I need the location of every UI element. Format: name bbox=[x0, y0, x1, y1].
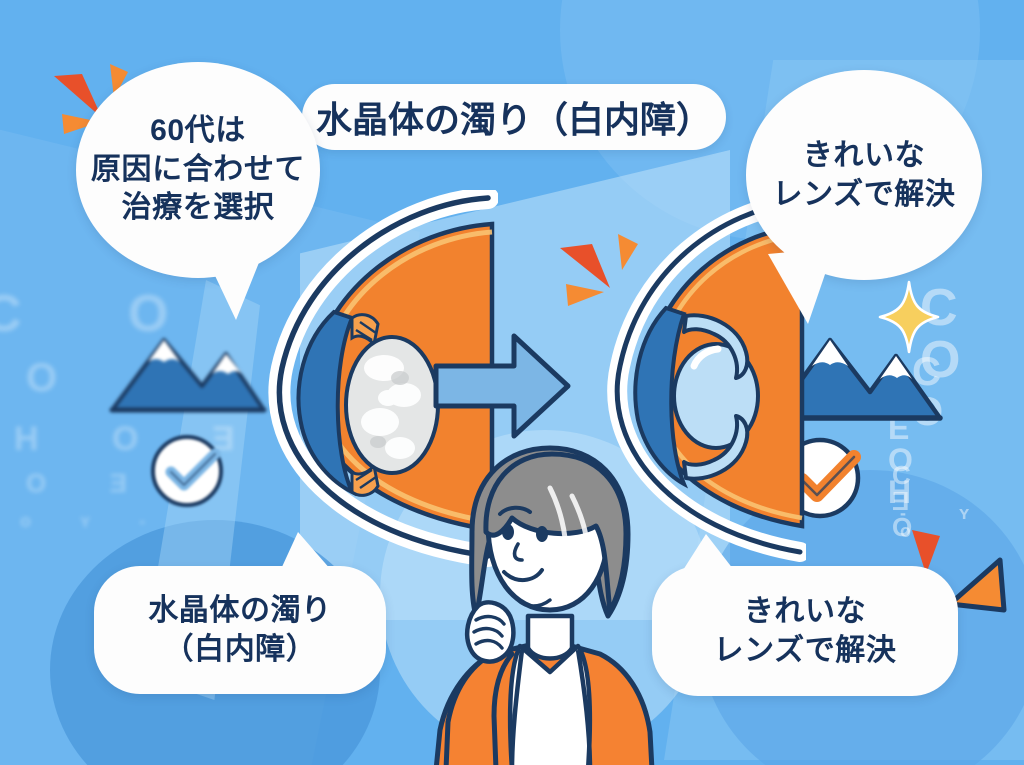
callout-top-left-line-3: 治療を選択 bbox=[121, 191, 275, 225]
mountain-icon-right bbox=[771, 337, 943, 421]
callout-top-right-line-1: きれいな bbox=[802, 139, 926, 172]
eye-chart-left-row-1: C O bbox=[0, 285, 215, 343]
thinking-woman-illustration bbox=[433, 445, 655, 765]
sparkle-icon bbox=[878, 280, 940, 354]
check-circle-icon-left bbox=[151, 435, 223, 507]
callout-bottom-right-line-2: レンズで解決 bbox=[713, 634, 897, 667]
callout-bottom-right-tail bbox=[678, 534, 740, 578]
callout-bottom-left-line-2: （白内障） bbox=[163, 633, 317, 666]
eye-cross-section-cataract-icon bbox=[268, 190, 498, 567]
callout-bottom-left-line-1: 水晶体の濁り bbox=[148, 594, 332, 627]
eye-chart-left-row-5: o ʏ - bbox=[20, 511, 168, 531]
burst-accent-center bbox=[560, 234, 638, 306]
callout-top-left-line-2: 原因に合わせて bbox=[90, 152, 306, 186]
arrow-right-icon bbox=[433, 333, 571, 439]
callout-bottom-left-tail bbox=[276, 532, 338, 580]
callout-bottom-right-line-1: きれいな bbox=[743, 595, 867, 628]
callout-top-left-tail bbox=[200, 240, 268, 320]
eye-chart-right-row-4: C Ǝ O bbox=[892, 460, 943, 542]
eye-chart-right-row-5: - ʏ o bbox=[900, 503, 994, 541]
page-title-text: 水晶体の濁り（白内障） bbox=[315, 99, 712, 140]
callout-top-left-line-1: 60代は bbox=[150, 114, 246, 148]
callout-top-right: きれいな レンズで解決 bbox=[746, 70, 982, 280]
callout-top-right-line-2: レンズで解決 bbox=[772, 178, 956, 211]
page-title: 水晶体の濁り（白内障） bbox=[302, 84, 726, 150]
callout-top-right-tail bbox=[768, 248, 834, 324]
eye-cross-section-iol-icon bbox=[607, 196, 806, 562]
burst-accent-bottom-right bbox=[912, 530, 1007, 613]
callout-bottom-right: きれいな レンズで解決 bbox=[652, 566, 958, 696]
mountain-icon-left bbox=[109, 338, 267, 413]
callout-bottom-left: 水晶体の濁り （白内障） bbox=[94, 566, 386, 694]
eye-chart-right-row-1: C O bbox=[920, 279, 1009, 389]
callout-top-left: 60代は 原因に合わせて 治療を選択 bbox=[76, 62, 320, 278]
